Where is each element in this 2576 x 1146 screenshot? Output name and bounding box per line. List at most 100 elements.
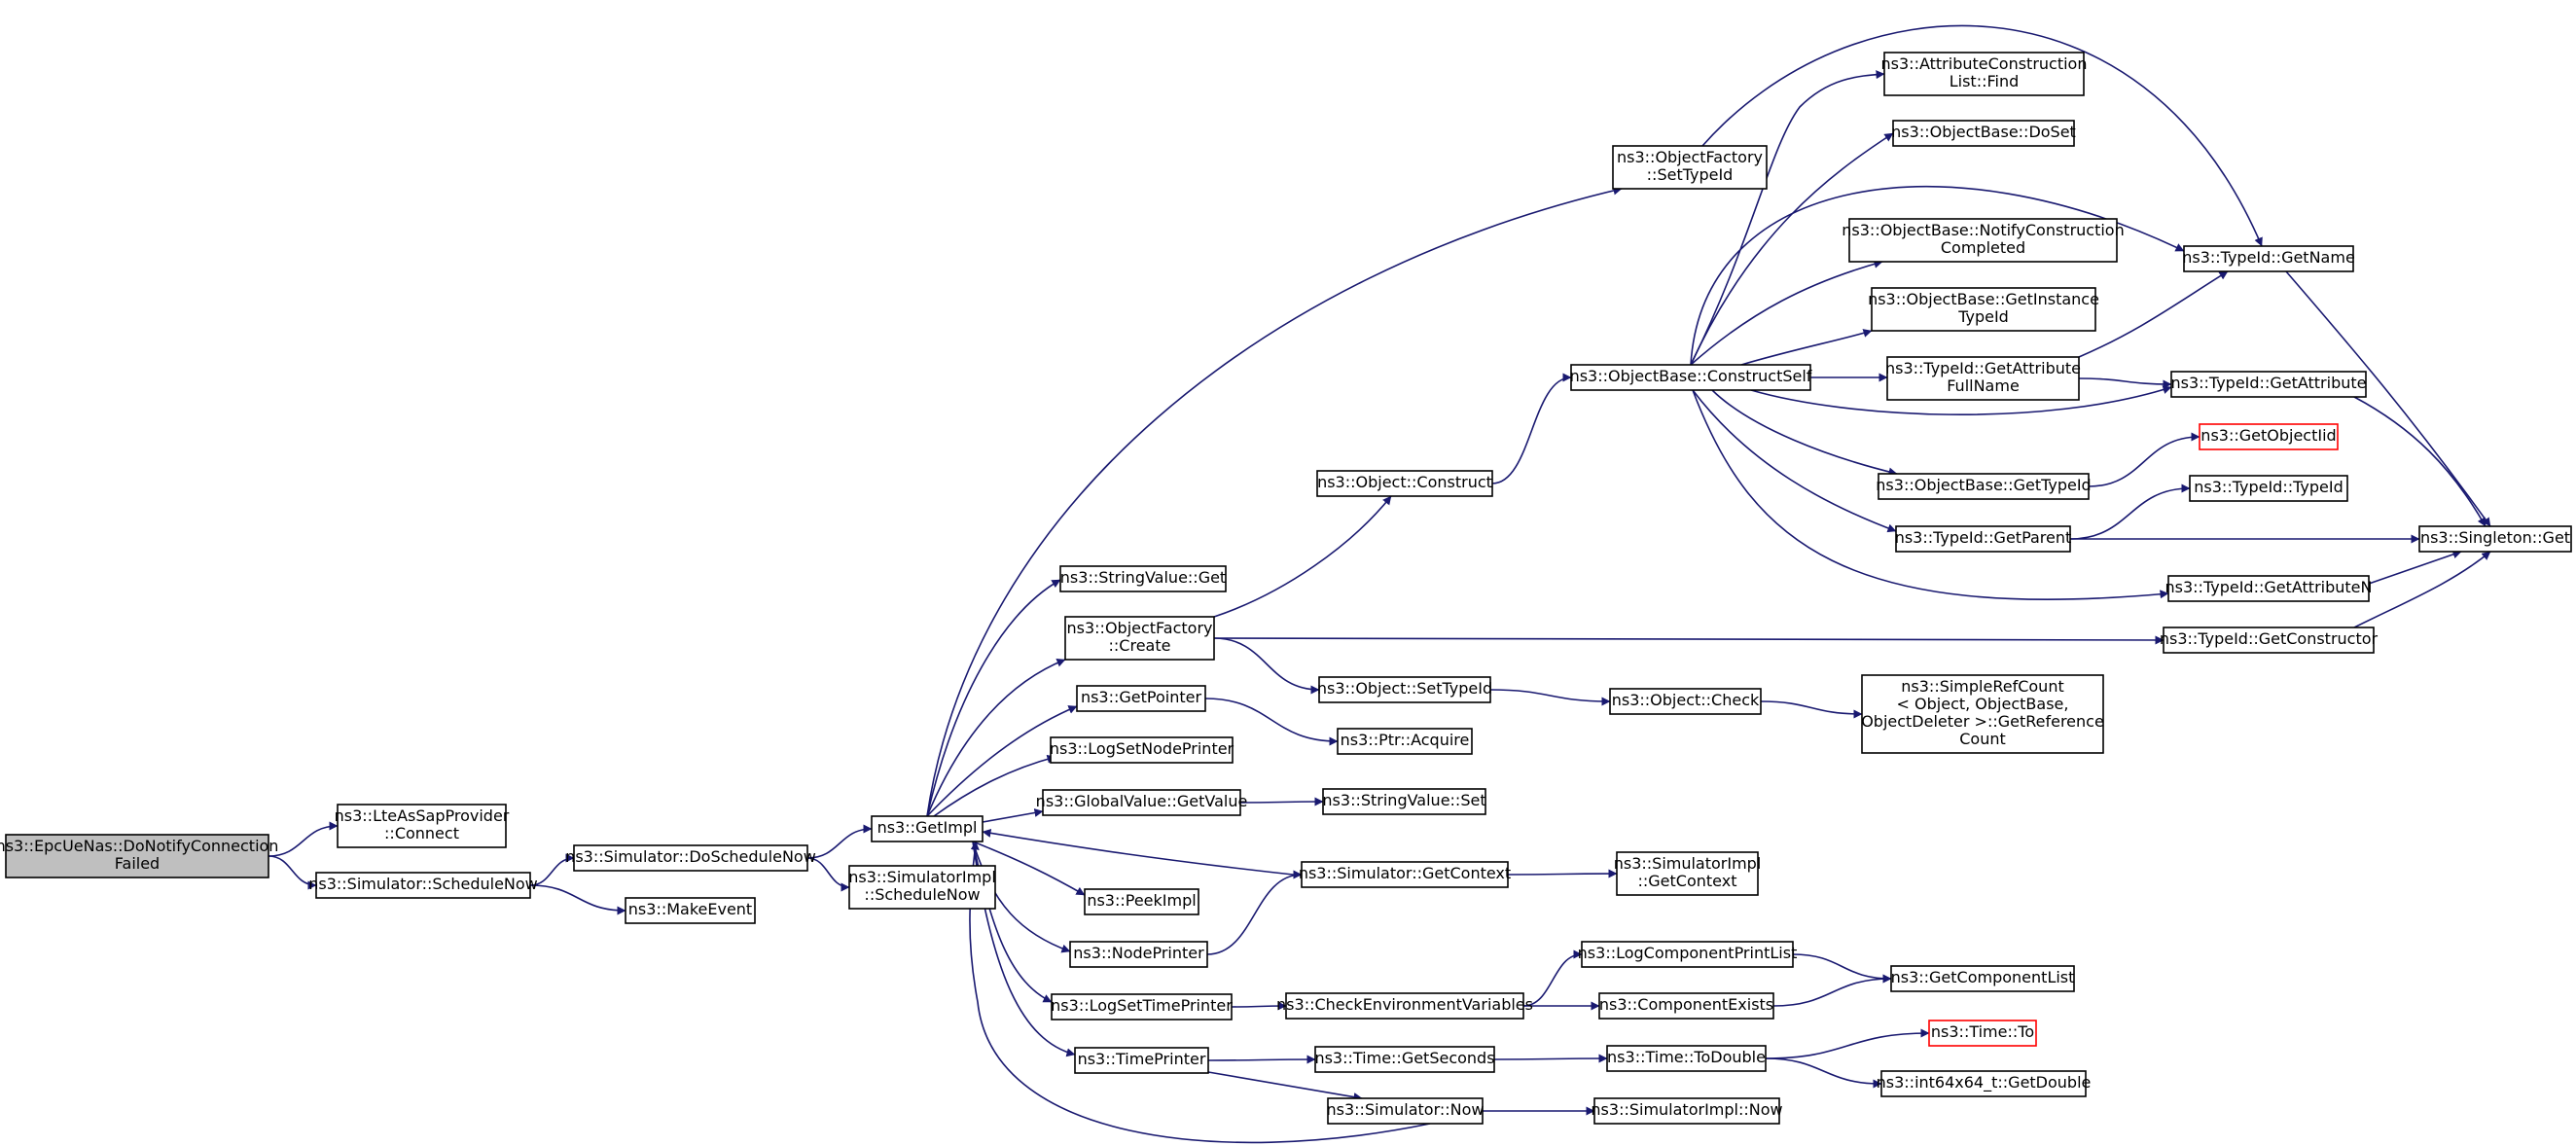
node-tidgetattrn[interactable]: ns3::TypeId::GetAttributeN <box>2165 575 2373 602</box>
node-timetodouble[interactable]: ns3::Time::ToDouble <box>1606 1045 1767 1072</box>
node-strvalget[interactable]: ns3::StringValue::Get <box>1059 565 1227 592</box>
node-timeprinter[interactable]: ns3::TimePrinter <box>1074 1047 1209 1074</box>
node-label-line: ::SetTypeId <box>1647 165 1734 184</box>
edge-getimpl-to-logsetnode <box>933 754 1056 817</box>
node-label-line: ::ScheduleNow <box>864 885 980 904</box>
node-lteconnect[interactable]: ns3::LteAsSapProvider::Connect <box>335 804 510 848</box>
node-simimplschednow[interactable]: ns3::SimulatorImpl::ScheduleNow <box>848 865 996 910</box>
node-getcomplist[interactable]: ns3::GetComponentList <box>1890 965 2075 992</box>
node-int64getdouble[interactable]: ns3::int64x64_t::GetDouble <box>1877 1070 2092 1097</box>
node-tidgetparent[interactable]: ns3::TypeId::GetParent <box>1895 525 2072 553</box>
node-peekimpl[interactable]: ns3::PeekImpl <box>1084 888 1199 915</box>
edge-objconstruct-to-constructself <box>1491 373 1572 484</box>
node-label-line: ns3::MakeEvent <box>628 900 752 918</box>
node-simnow[interactable]: ns3::Simulator::Now <box>1327 1097 1485 1125</box>
node-box <box>1570 364 1811 391</box>
node-box <box>1042 789 1241 816</box>
node-timegetseconds[interactable]: ns3::Time::GetSeconds <box>1314 1046 1495 1073</box>
edge-compexists-to-getcomplist <box>1772 974 1892 1007</box>
node-obdoset[interactable]: ns3::ObjectBase::DoSet <box>1891 120 2076 147</box>
node-constructself[interactable]: ns3::ObjectBase::ConstructSelf <box>1570 364 1812 391</box>
node-label-line: ns3::SimulatorImpl <box>1614 854 1762 873</box>
node-ptracquire[interactable]: ns3::Ptr::Acquire <box>1337 728 1473 755</box>
node-logcompprint[interactable]: ns3::LogComponentPrintList <box>1578 941 1798 968</box>
node-box <box>1285 992 1524 1020</box>
node-label-line: ns3::AttributeConstruction <box>1881 54 2088 73</box>
node-label-line: ns3::ComponentExists <box>1599 995 1773 1014</box>
node-simplerefcount[interactable]: ns3::SimpleRefCount< Object, ObjectBase,… <box>1861 674 2104 754</box>
node-box <box>1871 287 2096 332</box>
edge-tidgetattrfull-to-tidgetattr <box>2078 377 2172 389</box>
edge-simgetcontext-to-simimplgetcontext <box>1507 869 1618 878</box>
node-doschednow[interactable]: ns3::Simulator::DoScheduleNow <box>565 844 816 872</box>
node-box <box>2170 371 2367 398</box>
node-objsettypeid[interactable]: ns3::Object::SetTypeId <box>1317 676 1492 703</box>
edge-constructself-to-tidgetattrn <box>1692 389 2169 600</box>
node-label-line: ns3::TypeId::TypeId <box>2194 478 2343 496</box>
node-ofcreate[interactable]: ns3::ObjectFactory::Create <box>1064 616 1215 661</box>
edge-path <box>926 579 1061 817</box>
node-objcheck[interactable]: ns3::Object::Check <box>1609 688 1762 715</box>
node-checkenv[interactable]: ns3::CheckEnvironmentVariables <box>1276 992 1533 1020</box>
node-timeto[interactable]: ns3::Time::To <box>1928 1020 2037 1047</box>
node-box <box>871 815 984 842</box>
node-compexists[interactable]: ns3::ComponentExists <box>1598 992 1774 1020</box>
node-ofsettypeid[interactable]: ns3::ObjectFactory::SetTypeId <box>1612 145 1768 190</box>
node-label-line: ns3::TypeId::GetParent <box>1895 528 2072 547</box>
node-logsettime[interactable]: ns3::LogSetTimePrinter <box>1051 993 1233 1021</box>
edge-getimpl-to-getpointer <box>926 705 1078 817</box>
node-gvgetvalue[interactable]: ns3::GlobalValue::GetValue <box>1036 789 1248 816</box>
node-box <box>1318 676 1491 703</box>
node-getpointer[interactable]: ns3::GetPointer <box>1076 685 1206 712</box>
node-box <box>1076 685 1206 712</box>
node-label-line: ns3::ObjectBase::DoSet <box>1891 123 2076 141</box>
node-tidgetname[interactable]: ns3::TypeId::GetName <box>2182 245 2355 272</box>
node-tidtypeid[interactable]: ns3::TypeId::TypeId <box>2189 475 2348 502</box>
node-strvalset[interactable]: ns3::StringValue::Set <box>1322 788 1486 815</box>
node-simgetcontext[interactable]: ns3::Simulator::GetContext <box>1299 861 1511 888</box>
node-singletonget[interactable]: ns3::Singleton::Get <box>2418 525 2572 553</box>
node-getimpl[interactable]: ns3::GetImpl <box>871 815 984 842</box>
edge-tidgetname-to-singletonget <box>2285 270 2491 527</box>
node-tidgetattr[interactable]: ns3::TypeId::GetAttribute <box>2170 371 2367 398</box>
node-label-line: ns3::CheckEnvironmentVariables <box>1276 995 1533 1014</box>
node-obnotify[interactable]: ns3::ObjectBase::NotifyConstructionCompl… <box>1842 218 2125 263</box>
edge-nodeprinter-to-simgetcontext <box>1206 870 1303 955</box>
node-obgettypeid[interactable]: ns3::ObjectBase::GetTypeId <box>1876 473 2092 500</box>
edge-path <box>1740 329 1873 366</box>
node-tidgetconstructor[interactable]: ns3::TypeId::GetConstructor <box>2160 627 2379 654</box>
edge-path <box>1690 70 1885 366</box>
node-label-line: ns3::TypeId::GetName <box>2182 248 2355 267</box>
edge-ofcreate-to-tidgetconstructor <box>1213 635 2165 645</box>
node-label-line: ns3::Ptr::Acquire <box>1341 731 1470 749</box>
node-box <box>2167 575 2370 602</box>
node-logsetnode[interactable]: ns3::LogSetNodePrinter <box>1050 736 1234 764</box>
edge-path <box>2353 396 2487 527</box>
node-schednow[interactable]: ns3::Simulator::ScheduleNow <box>308 872 538 899</box>
node-label-line: ns3::TimePrinter <box>1078 1050 1206 1068</box>
node-box <box>1612 145 1768 190</box>
edge-schednow-to-doschednow <box>529 853 575 886</box>
edge-getimpl-to-ofsettypeid <box>926 186 1623 817</box>
edge-path <box>1701 24 2263 247</box>
node-getobjectiid[interactable]: ns3::GetObjectIid <box>2199 423 2339 450</box>
node-label-line: ::GetContext <box>1638 872 1737 890</box>
node-simimplgetcontext[interactable]: ns3::SimulatorImpl::GetContext <box>1614 851 1762 896</box>
node-label-line: FullName <box>1947 376 2020 395</box>
edge-gvgetvalue-to-strvalset <box>1239 797 1324 806</box>
node-box <box>1322 788 1486 815</box>
node-label-line: ns3::Time::ToDouble <box>1607 1048 1766 1066</box>
node-nodeprinter[interactable]: ns3::NodePrinter <box>1069 941 1208 968</box>
node-label-line: ns3::ObjectBase::ConstructSelf <box>1570 367 1812 385</box>
node-objconstruct[interactable]: ns3::Object::Construct <box>1316 470 1493 497</box>
node-makeevent[interactable]: ns3::MakeEvent <box>625 897 756 924</box>
node-simimplnow[interactable]: ns3::SimulatorImpl::Now <box>1591 1097 1783 1125</box>
node-box <box>625 897 756 924</box>
node-label-line: ns3::GetPointer <box>1081 688 1202 706</box>
edge-ofcreate-to-objconstruct <box>1213 495 1392 618</box>
